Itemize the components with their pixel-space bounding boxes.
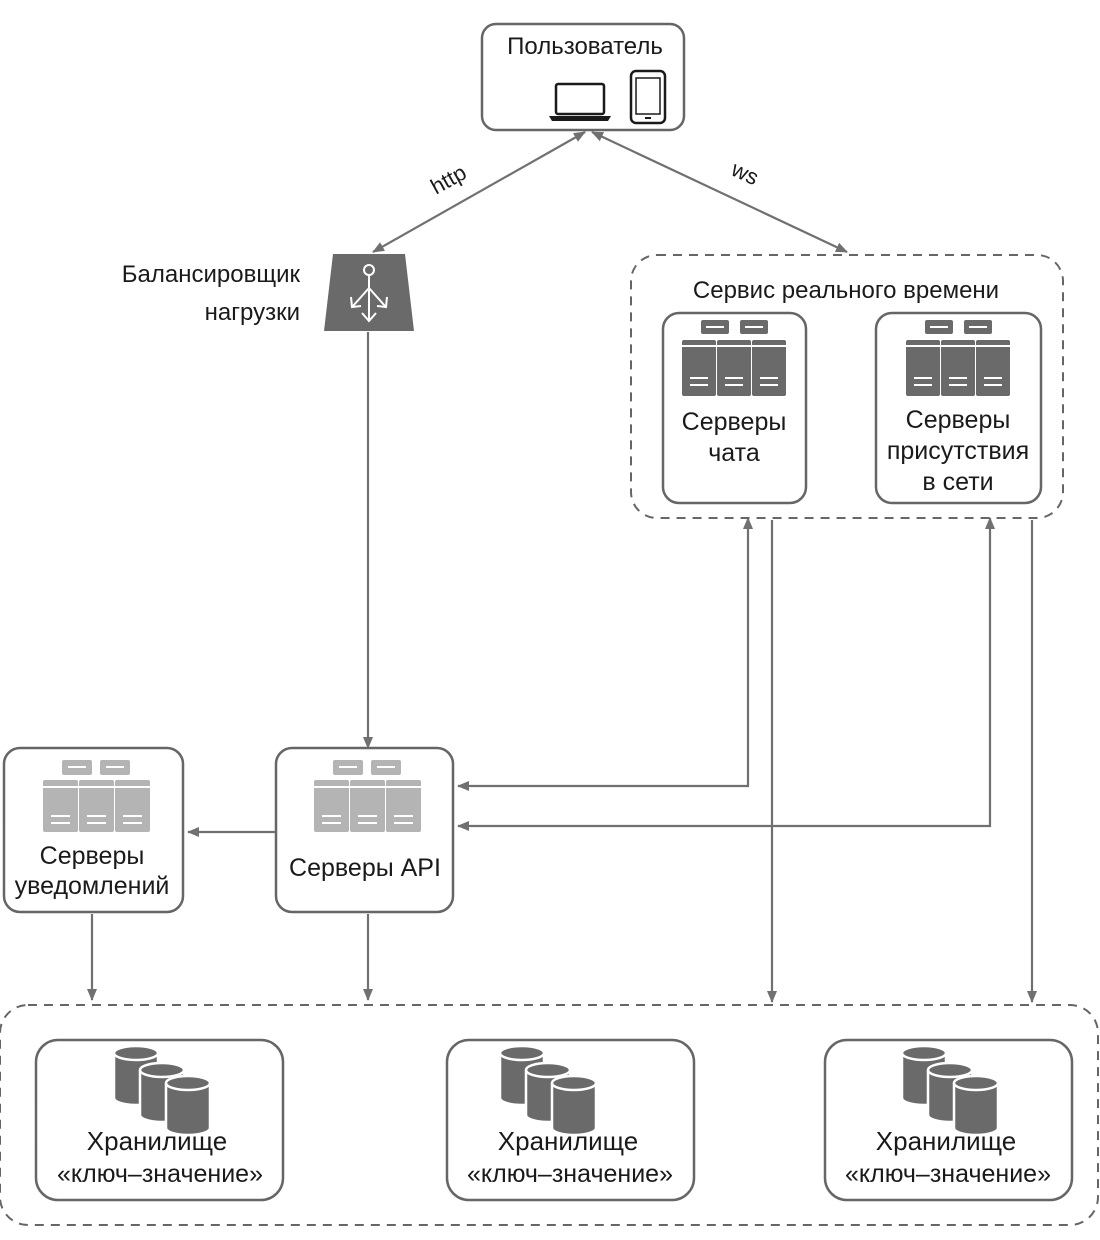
presence-servers-node: Серверы присутствия в сети (874, 311, 1043, 505)
chat-servers-label-line-1: Серверы (682, 408, 787, 436)
kv-store-1-label-line-2: «ключ–значение» (57, 1160, 263, 1188)
edge-user-realtime (591, 131, 848, 253)
presence-servers-label-line-1: Серверы (906, 406, 1011, 434)
api-servers-node: Серверы API (274, 746, 455, 914)
smartphone-icon (629, 69, 667, 125)
notification-servers-label-line-2: уведомлений (15, 872, 170, 900)
notification-servers-label-line-1: Серверы (40, 842, 145, 870)
kv-store-node-1: Хранилище «ключ–значение» (34, 1038, 285, 1202)
kv-store-2-label-line-2: «ключ–значение» (467, 1160, 673, 1188)
database-icon (112, 1044, 212, 1137)
user-node: Пользователь (480, 22, 686, 132)
database-icon (900, 1044, 1000, 1137)
load-balancer-label-line-1: Балансировщик (122, 261, 301, 288)
kv-store-node-3: Хранилище «ключ–значение» (823, 1038, 1074, 1202)
edge-label-ws: ws (727, 156, 763, 190)
presence-servers-label-line-2: присутствия (887, 437, 1029, 465)
kv-store-2-label-line-1: Хранилище (498, 1126, 638, 1156)
server-rack-icon (43, 760, 150, 832)
api-servers-label: Серверы API (289, 854, 441, 882)
user-label: Пользователь (507, 33, 663, 60)
edge-user-lb (372, 131, 586, 253)
server-rack-icon (314, 760, 421, 832)
server-rack-icon (682, 320, 786, 396)
edge-label-http: http (426, 160, 470, 200)
presence-servers-label-line-3: в сети (922, 468, 993, 496)
server-rack-icon (906, 320, 1010, 396)
kv-store-1-label-line-1: Хранилище (87, 1126, 227, 1156)
edge-api-chat (457, 517, 753, 791)
notification-servers-node: Серверы уведомлений (2, 746, 185, 914)
load-balancer-label-line-2: нагрузки (205, 299, 300, 326)
laptop-icon (549, 82, 611, 121)
realtime-service-group: Сервис реального времени (630, 254, 1064, 519)
edge-api-presence (457, 517, 995, 831)
kv-storage-group (0, 1004, 1099, 1226)
chat-servers-node: Серверы чата (661, 311, 808, 505)
database-icon (498, 1044, 598, 1137)
kv-store-3-label-line-2: «ключ–значение» (845, 1160, 1051, 1188)
chat-servers-label-line-2: чата (708, 439, 760, 467)
load-balancer-icon (324, 254, 414, 331)
load-balancer-node: Балансировщик нагрузки (122, 254, 414, 331)
kv-store-3-label-line-1: Хранилище (876, 1126, 1016, 1156)
realtime-service-label: Сервис реального времени (693, 277, 999, 304)
kv-store-node-2: Хранилище «ключ–значение» (445, 1038, 696, 1202)
edges (87, 131, 1037, 1003)
